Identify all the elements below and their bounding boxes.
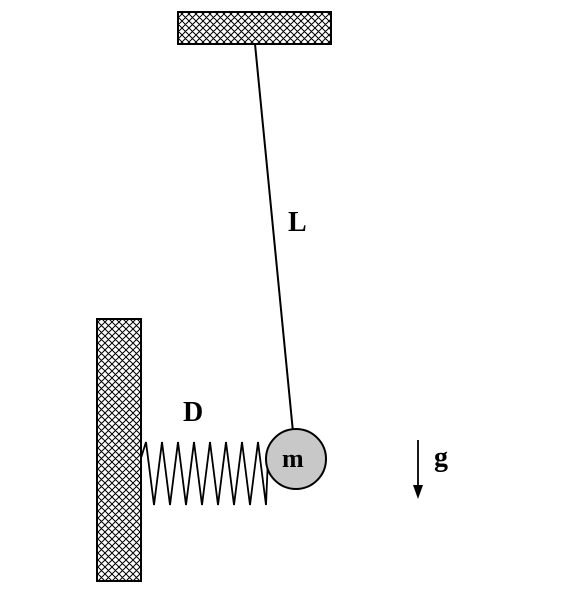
wall-block bbox=[96, 318, 142, 582]
spring bbox=[140, 441, 269, 506]
mass-bob bbox=[265, 428, 327, 490]
gravity-label: g bbox=[434, 442, 448, 473]
gravity-arrow-icon bbox=[413, 440, 423, 499]
pendulum-string bbox=[254, 43, 294, 433]
length-label: L bbox=[288, 207, 307, 238]
spring-constant-label: D bbox=[183, 397, 203, 428]
mass-label: m bbox=[282, 444, 304, 473]
ceiling-support-block bbox=[177, 11, 332, 45]
